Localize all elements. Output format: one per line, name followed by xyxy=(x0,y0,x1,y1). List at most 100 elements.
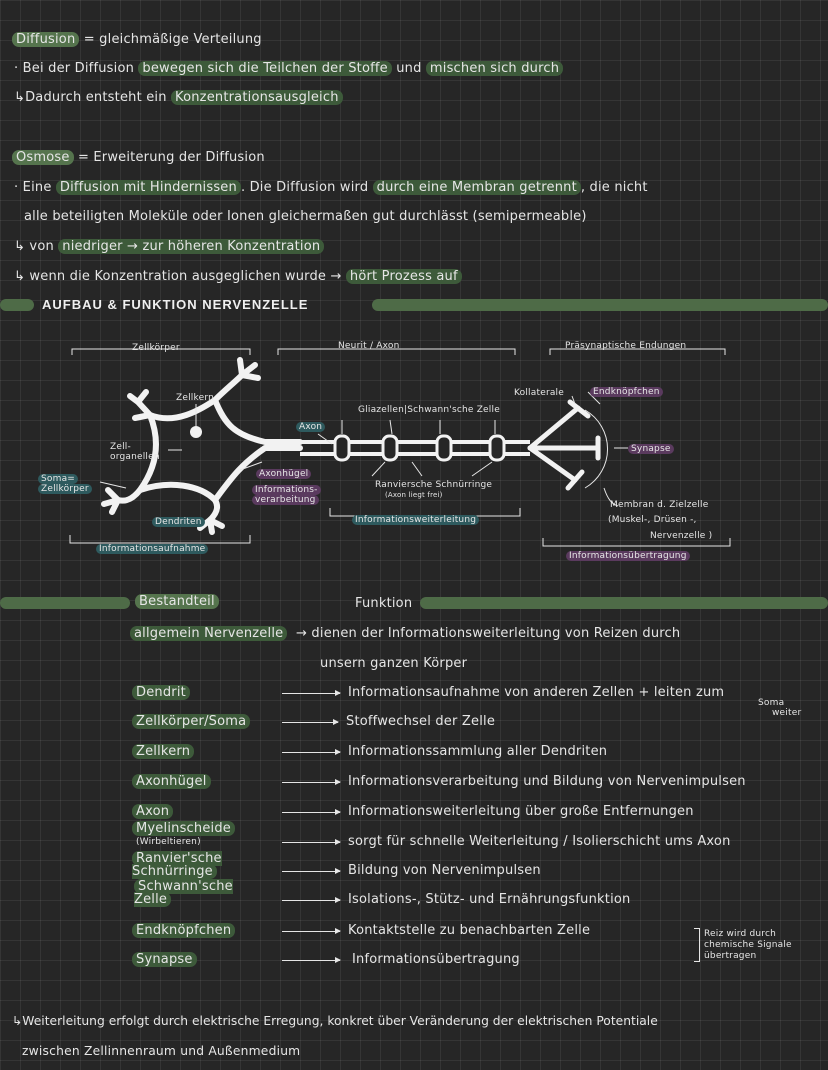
row-label-schwann: Schwann'sche Zelle xyxy=(134,879,264,907)
row-label-axonhuegel: Axonhügel xyxy=(132,774,211,790)
row-function-schwann: Isolations-, Stütz- und Ernährungsfunkti… xyxy=(348,892,631,907)
label-text: Synapse xyxy=(132,952,197,967)
row-label-axon: Axon xyxy=(132,804,174,820)
axon-terminals xyxy=(527,399,601,491)
label-text: Axon xyxy=(132,804,174,819)
myelin-segments xyxy=(333,434,506,462)
osmose-line-2: alle beteiligten Moleküle oder Ionen gle… xyxy=(24,209,587,224)
diffusion-line-1: · Bei der Diffusion bewegen sich die Tei… xyxy=(14,61,564,77)
label-axonhuegel: Axonhügel xyxy=(256,469,312,479)
table-header-right: Funktion xyxy=(355,596,413,611)
label-informationsweiterleitung: Informationsweiterleitung xyxy=(352,515,480,525)
bracket-neurit xyxy=(277,348,516,355)
label-text: Schwann'sche Zelle xyxy=(134,879,233,907)
label-membran-c: Nervenzelle ) xyxy=(650,531,713,541)
label-zellorganellen: Zell- organellen xyxy=(110,442,160,462)
text: . Die Diffusion wird xyxy=(240,180,373,195)
neuron-outline xyxy=(101,357,303,535)
label-zellkoerper: Zellkörper xyxy=(132,343,180,353)
text: ↳ von xyxy=(14,239,59,254)
row-arrow xyxy=(282,809,341,815)
text: und xyxy=(391,61,426,76)
section-bar-left xyxy=(0,299,34,311)
osmose-line-4: ↳ wenn die Konzentration ausgeglichen wu… xyxy=(14,269,462,285)
label-text: Endknöpfchen xyxy=(132,923,236,938)
row-function-axonhuegel: Informationsverarbeitung und Bildung von… xyxy=(348,774,746,789)
bracket-informationsaufnahme xyxy=(69,535,251,544)
pointer-lines xyxy=(99,391,628,507)
row-arrow xyxy=(282,690,341,696)
header-text: Bestandteil xyxy=(135,594,219,609)
osmose-line-3: ↳ von niedriger → zur höheren Konzentrat… xyxy=(14,239,325,255)
row-arrow xyxy=(282,719,339,725)
row-arrow xyxy=(282,868,341,874)
label-membran-b: (Muskel-, Drüsen -, xyxy=(608,515,697,525)
row-arrow xyxy=(282,897,341,903)
highlight: Diffusion mit Hindernissen xyxy=(55,180,241,195)
reiz-note-b: chemische Signale xyxy=(704,940,792,950)
table-header-left: Bestandteil xyxy=(135,594,219,610)
row-arrow xyxy=(282,779,341,785)
row-function-myelin: sorgt für schnelle Weiterleitung / Isoli… xyxy=(348,834,731,849)
row-label-synapse: Synapse xyxy=(132,952,197,968)
label-text: Zellkern xyxy=(132,744,195,759)
dendrit-note-b: weiter xyxy=(772,708,802,718)
synapse-arc xyxy=(584,409,608,489)
osmose-def: = Erweiterung der Diffusion xyxy=(77,150,265,165)
row-function-zellkoerper: Stoffwechsel der Zelle xyxy=(346,714,496,729)
row-function-ranvier: Bildung von Nervenimpulsen xyxy=(348,863,541,878)
myelin-sub: (Wirbeltieren) xyxy=(136,837,201,847)
row-function-synapse: Informationsübertragung xyxy=(352,952,520,967)
label-gliazellen: Gliazellen|Schwann'sche Zelle xyxy=(358,405,500,415)
bracket-informationsuebertragung xyxy=(542,538,731,547)
reiz-note-a: Reiz wird durch xyxy=(704,929,777,939)
reiz-note-c: übertragen xyxy=(704,951,757,961)
label-text: Myelinscheide xyxy=(132,821,235,836)
row-label-dendrit: Dendrit xyxy=(132,685,190,701)
row-function-zellkern: Informationssammlung aller Dendriten xyxy=(348,744,608,759)
section-title: AUFBAU & FUNKTION NERVENZELLE xyxy=(42,297,309,312)
text: · Bei der Diffusion xyxy=(14,61,139,76)
nucleus-dot xyxy=(190,426,202,438)
myelin-segment xyxy=(333,434,351,462)
highlight: Konzentrationsausgleich xyxy=(171,90,343,105)
text: · Eine xyxy=(14,180,56,195)
diffusion-term: Diffusion xyxy=(12,32,80,47)
label-info-verarb-a: Informations- xyxy=(252,485,321,495)
reiz-bracket xyxy=(694,928,700,962)
label-ranviersche: Ranviersche Schnürringe xyxy=(375,480,493,490)
label-text: Dendrit xyxy=(132,685,190,700)
row-function-axon: Informationsweiterleitung über große Ent… xyxy=(348,804,694,819)
label-soma-b: Zellkörper xyxy=(38,484,92,494)
label-informationsuebertragung: Informationsübertragung xyxy=(566,551,690,561)
row-label-endknoepfchen: Endknöpfchen xyxy=(132,923,236,939)
label-neurit: Neurit / Axon xyxy=(338,341,400,351)
label-dendriten: Dendriten xyxy=(152,517,205,527)
label-kollaterale: Kollaterale xyxy=(514,388,564,398)
table-bar-right xyxy=(420,597,828,609)
diffusion-def: = gleichmäßige Verteilung xyxy=(83,32,262,47)
bracket-praesynaptisch xyxy=(549,348,726,355)
allgemein-label: allgemein Nervenzelle xyxy=(130,626,288,642)
row-arrow xyxy=(282,928,341,934)
myelin-segment xyxy=(435,434,453,462)
highlight: durch eine Membran getrennt xyxy=(372,180,581,195)
label-praesynaptisch: Präsynaptische Endungen xyxy=(565,341,687,351)
text: ↳Dadurch entsteht ein xyxy=(14,90,171,105)
allgemein-function-b: unsern ganzen Körper xyxy=(320,656,468,671)
footer-line-2: zwischen Zellinnenraum und Außenmedium xyxy=(22,1044,301,1058)
highlight: niedriger → zur höheren Konzentration xyxy=(58,239,325,254)
label-info-verarb-b: verarbeitung xyxy=(252,495,319,505)
footer-line-1: ↳Weiterleitung erfolgt durch elektrische… xyxy=(12,1014,658,1028)
osmose-line-1: · Eine Diffusion mit Hindernissen. Die D… xyxy=(14,180,648,196)
label-text: Ranvier'sche Schnürringe xyxy=(132,851,222,879)
label-text: Zellkörper/Soma xyxy=(132,714,251,729)
row-label-ranvier: Ranvier'sche Schnürringe xyxy=(132,851,244,879)
label-axon: Axon xyxy=(296,422,326,432)
label-text: Axonhügel xyxy=(132,774,211,789)
allgemein-function-a: → dienen der Informationsweiterleitung v… xyxy=(296,626,681,641)
text: ↳ wenn die Konzentration ausgeglichen wu… xyxy=(14,269,346,284)
myelin-segment xyxy=(488,434,506,462)
row-label-zellkern: Zellkern xyxy=(132,744,195,760)
label-soma-a: Soma= xyxy=(38,474,79,484)
